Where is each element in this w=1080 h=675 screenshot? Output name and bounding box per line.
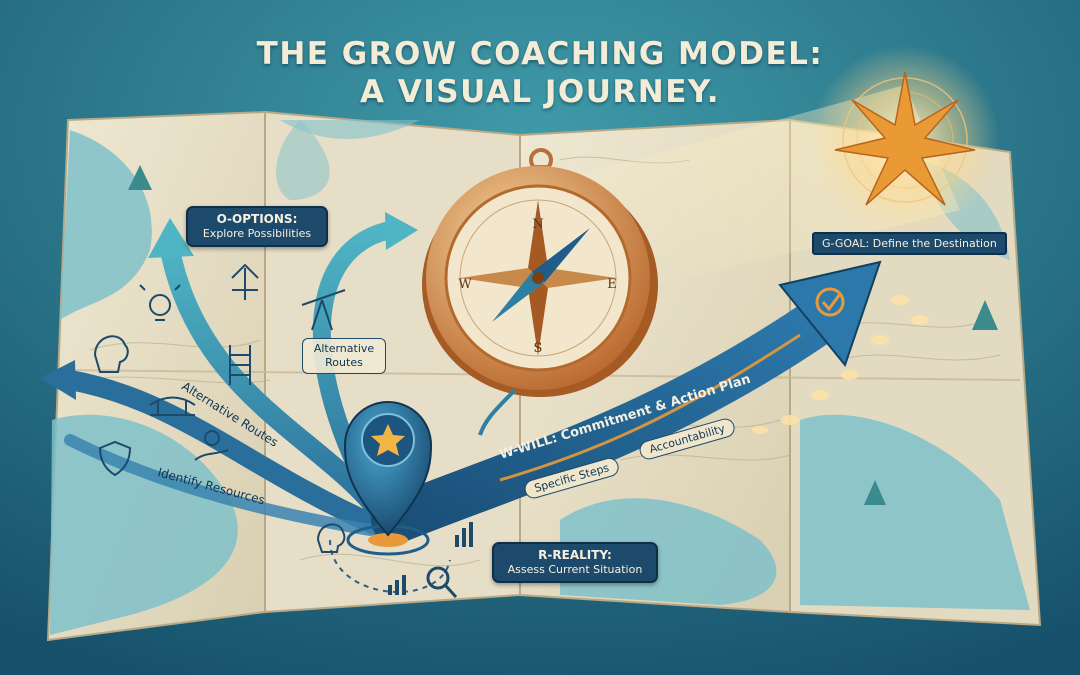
magnifier-icon [426,566,458,599]
options-subtitle: Explore Possibilities [202,227,312,240]
title-line-1: THE GROW COACHING MODEL: [256,36,824,72]
options-title: O-OPTIONS: [216,212,298,226]
compass-south: S [534,341,543,356]
reality-icons-ring [329,539,451,593]
signpost-icon [231,263,259,300]
tree-icon [128,165,998,505]
compass-pointer-arrow [478,388,517,436]
checkmark-icon [815,287,845,317]
compass-north: N [532,217,543,232]
bar-chart-icon [388,522,473,595]
head-brain-icon [93,335,129,373]
ladder-icon [229,345,251,385]
telescope-icon [301,289,346,331]
reality-title: R-REALITY: [538,548,612,562]
alternative-routes-box: Alternative Routes [302,338,386,374]
options-label: O-OPTIONS: Explore Possibilities [186,206,328,247]
compass-east: E [607,277,617,292]
reality-label: R-REALITY: Assess Current Situation [492,542,658,583]
head-brain-icon [316,523,346,553]
footsteps-trail [752,295,929,434]
alternative-routes-box-text: Alternative Routes [313,342,375,369]
shield-icon [98,440,132,477]
reality-pin [343,401,433,556]
north-star-icon [834,71,976,206]
bridge-icon [149,396,196,416]
lightbulb-icon [139,284,181,321]
reality-subtitle: Assess Current Situation [507,563,643,576]
star-pin-icon [371,424,405,456]
compass [422,148,658,397]
gear-hand-icon [194,430,229,461]
title-line-2: A VISUAL JOURNEY. [359,74,721,110]
compass-west: W [458,277,472,292]
goal-label: G-GOAL: Define the Destination [812,232,1007,255]
